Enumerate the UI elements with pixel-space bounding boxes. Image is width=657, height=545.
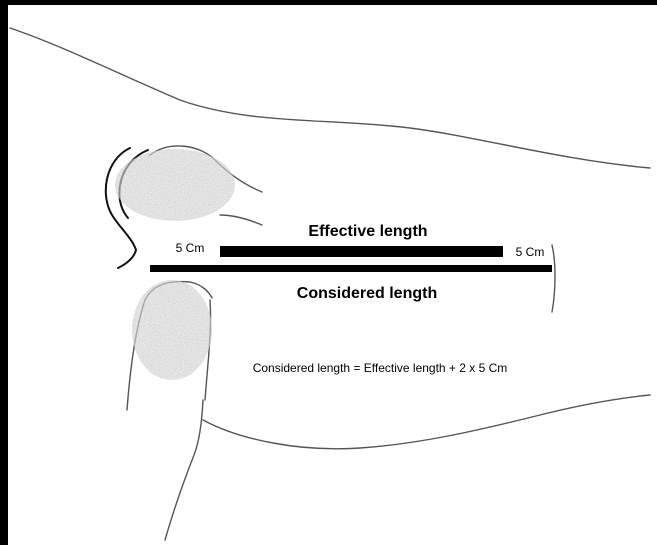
considered-length-bar <box>150 265 552 272</box>
humeral-neck-outline <box>220 215 262 225</box>
upper-body-contour <box>10 28 650 168</box>
effective-length-bar <box>220 246 503 257</box>
frame-left-border <box>0 0 8 545</box>
left-offset-label: 5 Cm <box>176 241 205 255</box>
lower-body-contour <box>203 395 650 449</box>
humeral-head-shading <box>115 149 235 221</box>
considered-length-label: Considered length <box>297 285 437 302</box>
limb-outline-left <box>165 400 203 540</box>
scapula-shading <box>132 280 212 380</box>
frame-top-border <box>0 0 657 5</box>
effective-length-label: Effective length <box>308 223 427 240</box>
right-offset-label: 5 Cm <box>516 245 545 259</box>
formula-text: Considered length = Effective length + 2… <box>253 361 508 375</box>
right-end-marker <box>552 245 555 312</box>
